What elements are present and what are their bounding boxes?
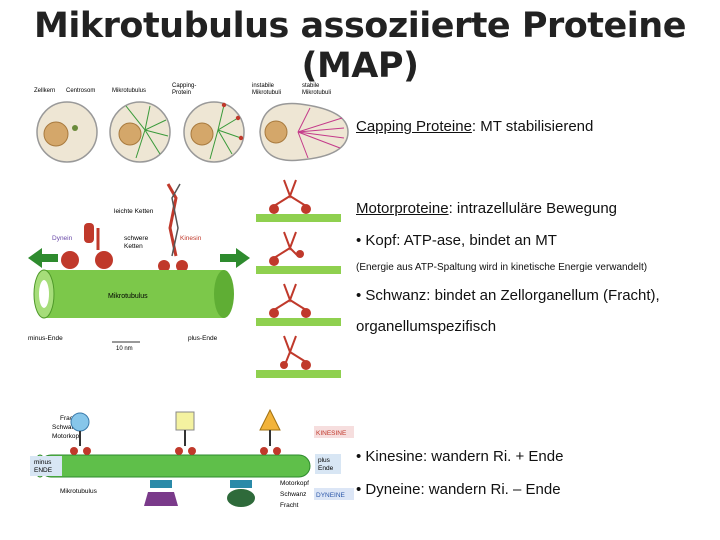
label-dyneine: DYNEINE	[316, 492, 346, 499]
label-plus-ende: Ende	[318, 465, 334, 472]
schwanz-line-2: organellumspezifisch	[356, 318, 497, 335]
cell-2	[109, 101, 171, 163]
label-fracht-bottom: Fracht	[280, 502, 299, 509]
label-plus-ende: plus-Ende	[188, 335, 218, 342]
label-motorkopf-bottom: Motorkopf	[280, 480, 309, 487]
label-mikrotubulus: Mikrotubulus	[108, 293, 148, 300]
label-schwanz: Schwanz	[52, 424, 78, 431]
kinesin-cargo-3	[259, 408, 281, 455]
kinesine-line: • Kinesine: wandern Ri. + Ende	[356, 448, 564, 465]
label-plus: plus	[318, 457, 331, 464]
label-kinesin: Kinesin	[180, 235, 202, 242]
dynein-motor	[61, 223, 113, 269]
minus-end-box	[30, 456, 62, 476]
cell-diagram: Zellkern Centrosom Mikrotubulus Capping-…	[34, 83, 349, 163]
label-motorkopf: Motorkopf	[52, 433, 81, 440]
label-dynein: Dynein	[52, 235, 73, 242]
plus-arrow-icon	[220, 248, 250, 268]
kinesine-tag	[314, 426, 354, 438]
step-3	[256, 283, 341, 326]
kinesin-cargo-2	[175, 411, 196, 455]
step-2	[256, 231, 341, 274]
label-leichte-ketten: leichte Ketten	[114, 208, 154, 215]
motor-diagram: leichte Ketten Dynein schwere Ketten Kin…	[28, 183, 250, 352]
label-kinesine: KINESINE	[316, 430, 347, 437]
motor-rest: : intrazelluläre Bewegung	[448, 200, 617, 217]
microtubule	[33, 269, 234, 319]
label-stabile-mt: Mikrotubuli	[302, 90, 331, 96]
dyneine-line: • Dyneine: wandern Ri. – Ende	[356, 481, 561, 498]
label-capping: Capping-	[172, 83, 196, 89]
motor-term: Motorproteine	[356, 200, 449, 217]
dynein-cargo-1	[144, 480, 178, 506]
cell-3	[183, 101, 245, 163]
kopf-line: • Kopf: ATP-ase, bindet an MT	[356, 232, 557, 249]
kinesin-motor	[158, 183, 188, 272]
cargo-diagram: Fracht Schwanz Motorkopf minus ENDE plus…	[30, 408, 354, 509]
label-fracht: Fracht	[60, 415, 79, 422]
cell-1	[36, 101, 98, 163]
cell-4	[259, 102, 349, 162]
label-schwanz-bottom: Schwanz	[280, 491, 306, 498]
kinesin-steps	[256, 179, 341, 378]
label-instabile: instabile	[252, 83, 275, 89]
dynein-cargo-2	[227, 480, 255, 507]
dyneine-tag	[314, 488, 354, 500]
page-title: Mikrotubulus assoziierte Proteine (MAP)	[34, 6, 686, 86]
label-mikrotubulus-bottom: Mikrotubulus	[60, 488, 98, 495]
label-stabile: stabile	[302, 83, 320, 89]
step-4	[256, 335, 341, 378]
label-instabile-mt: Mikrotubuli	[252, 90, 281, 96]
label-ketten: Ketten	[124, 243, 143, 250]
minus-arrow-icon	[28, 248, 58, 268]
energie-line: (Energie aus ATP-Spaltung wird in kineti…	[356, 262, 648, 273]
motor-line: Motorproteine: intrazelluläre Bewegung	[356, 200, 617, 217]
label-mikrotubulus: Mikrotubulus	[112, 88, 146, 94]
label-protein: Protein	[172, 90, 191, 96]
label-minus-ende: minus-Ende	[28, 335, 63, 342]
label-minus: minus	[34, 459, 52, 466]
label-scale: 10 nm	[116, 346, 133, 352]
kinesin-cargo-1	[70, 412, 91, 455]
capping-term: Capping Proteine	[356, 118, 472, 135]
plus-end-box	[315, 454, 341, 474]
capping-line: Capping Proteine: MT stabilisierend	[356, 118, 593, 135]
label-zellkern: Zellkern	[34, 88, 55, 94]
label-centrosom: Centrosom	[66, 88, 95, 94]
label-minus-ende: ENDE	[34, 467, 53, 474]
label-schwere: schwere	[124, 235, 149, 242]
step-1	[256, 179, 341, 222]
schwanz-line-1: • Schwanz: bindet an Zellorganellum (Fra…	[356, 287, 660, 304]
capping-rest: : MT stabilisierend	[471, 118, 594, 135]
